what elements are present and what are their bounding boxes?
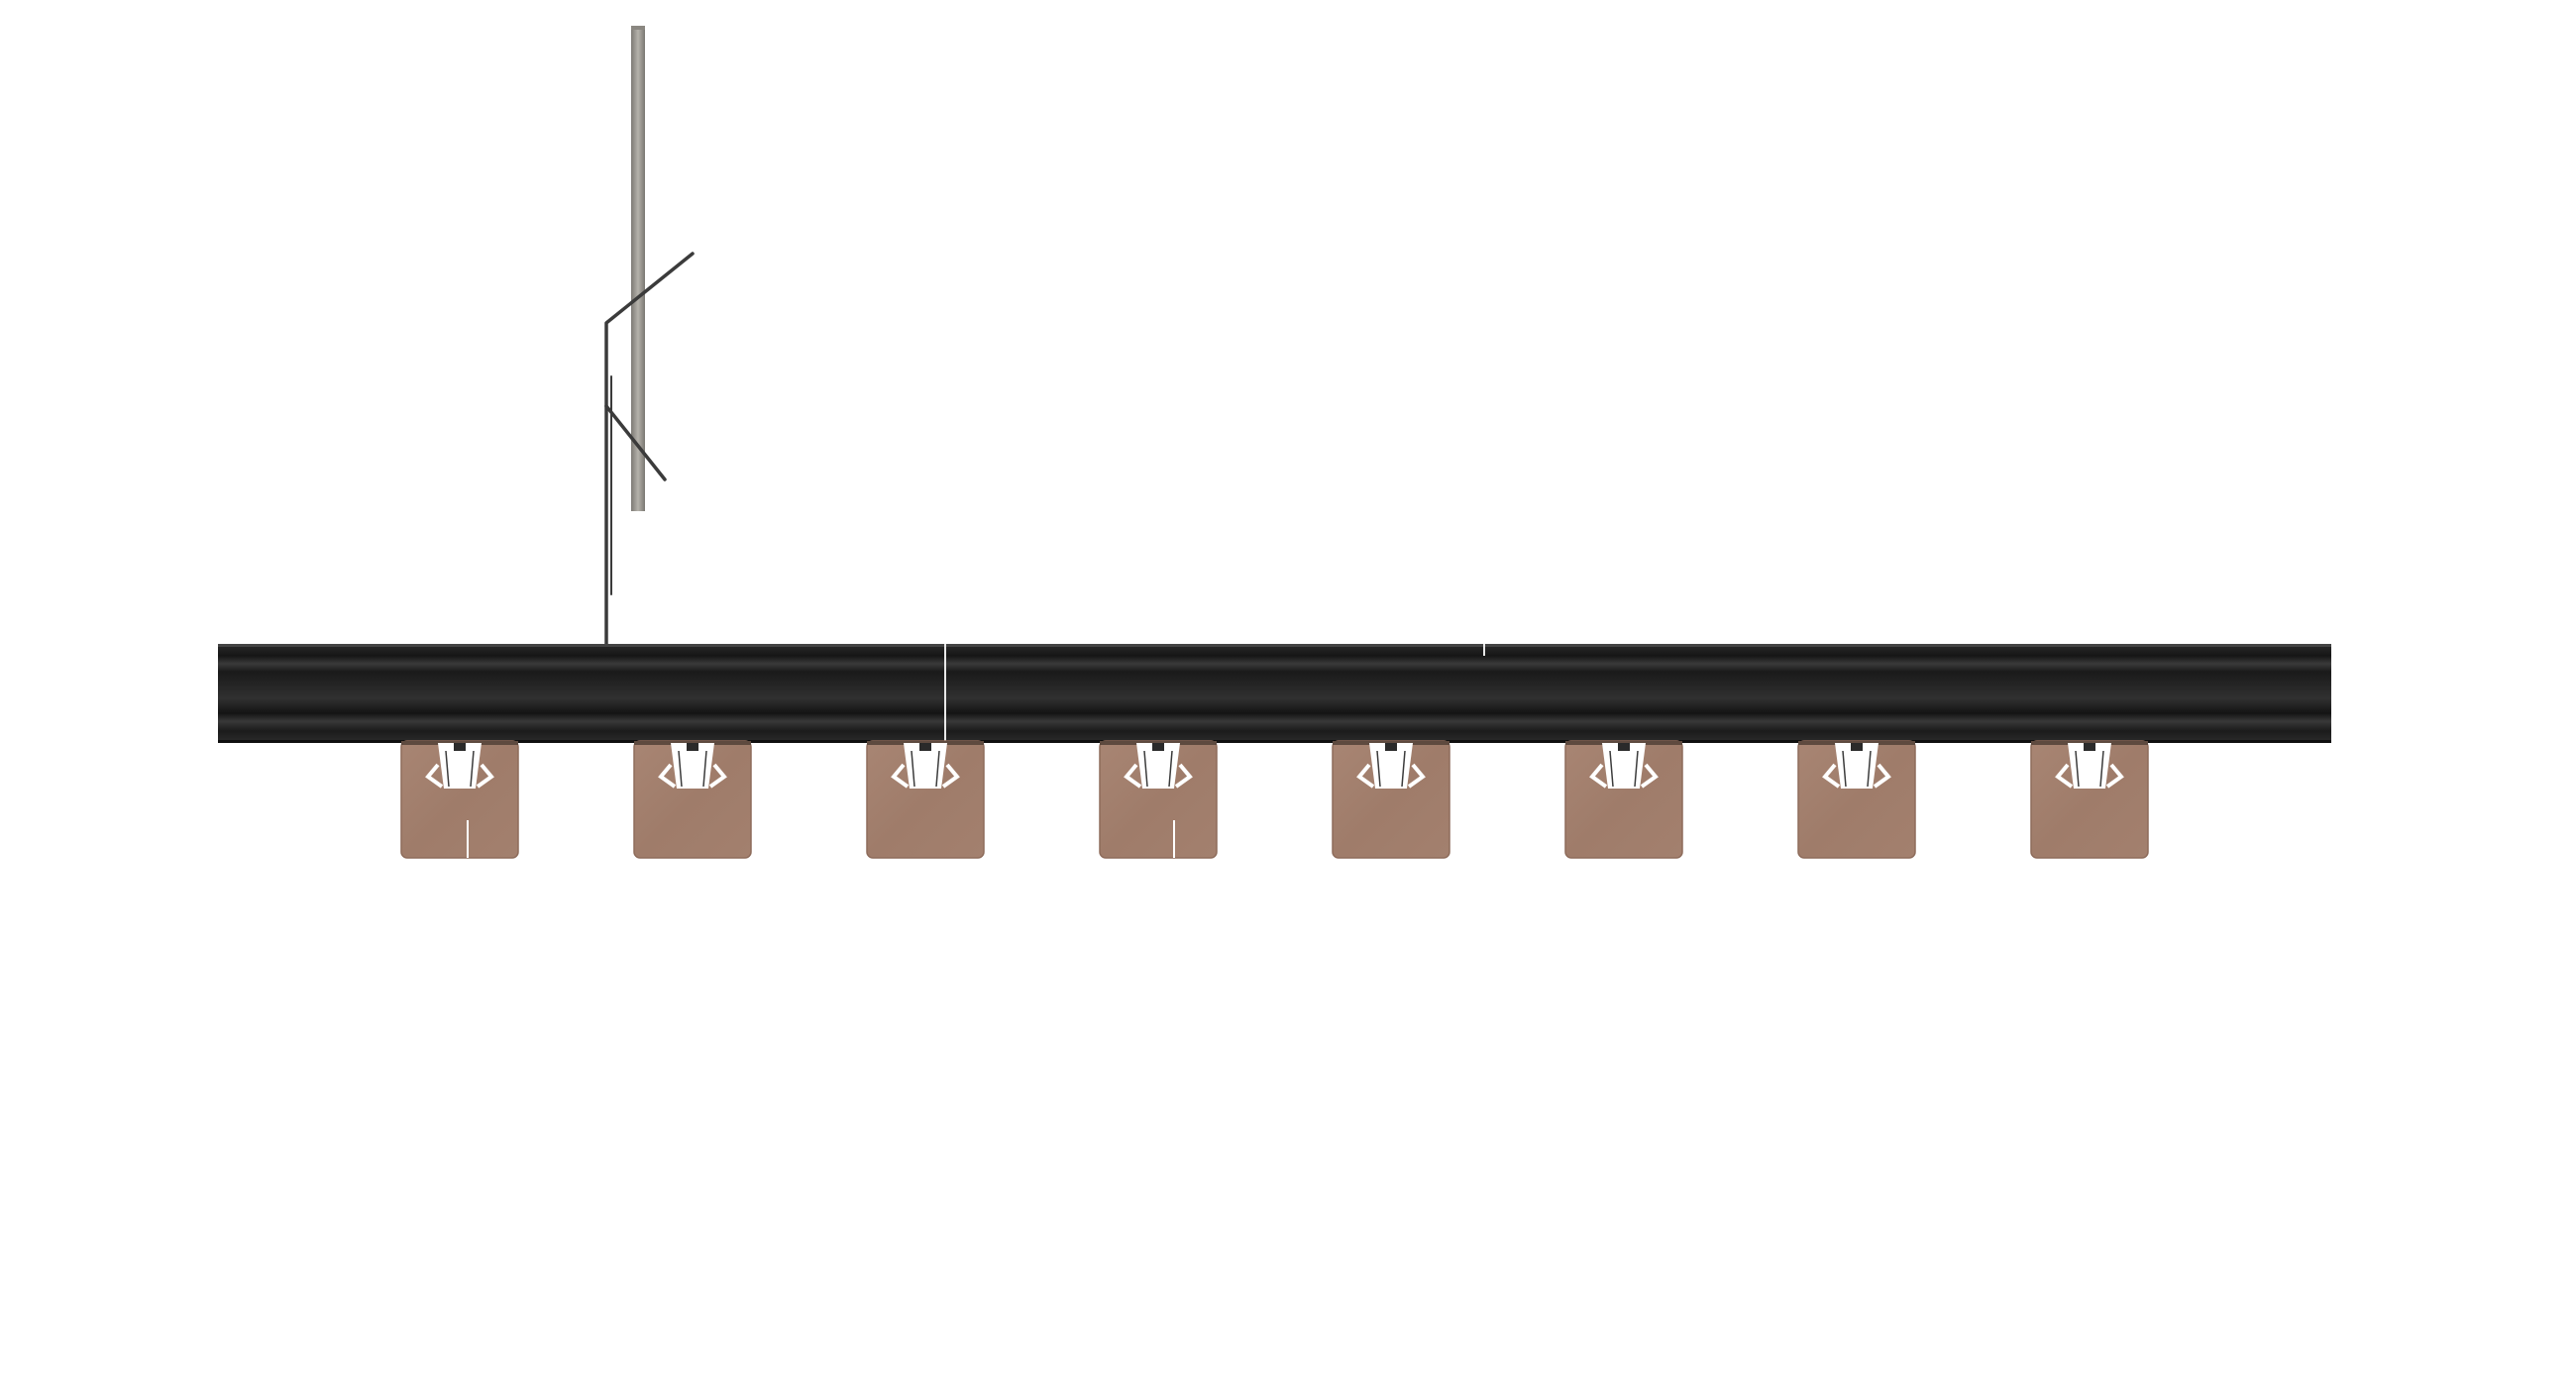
wood-block — [2030, 740, 2149, 859]
wood-block — [866, 740, 985, 859]
wood-block — [633, 740, 752, 859]
block-group — [400, 740, 2149, 859]
wood-block — [1099, 740, 1218, 859]
wood-block — [1797, 740, 1916, 859]
rail — [218, 644, 2331, 749]
suspension-rod — [631, 26, 645, 511]
wood-block — [1564, 740, 1683, 859]
wood-block — [1332, 740, 1450, 859]
wood-block — [400, 740, 519, 859]
wire-bracket — [604, 252, 695, 690]
